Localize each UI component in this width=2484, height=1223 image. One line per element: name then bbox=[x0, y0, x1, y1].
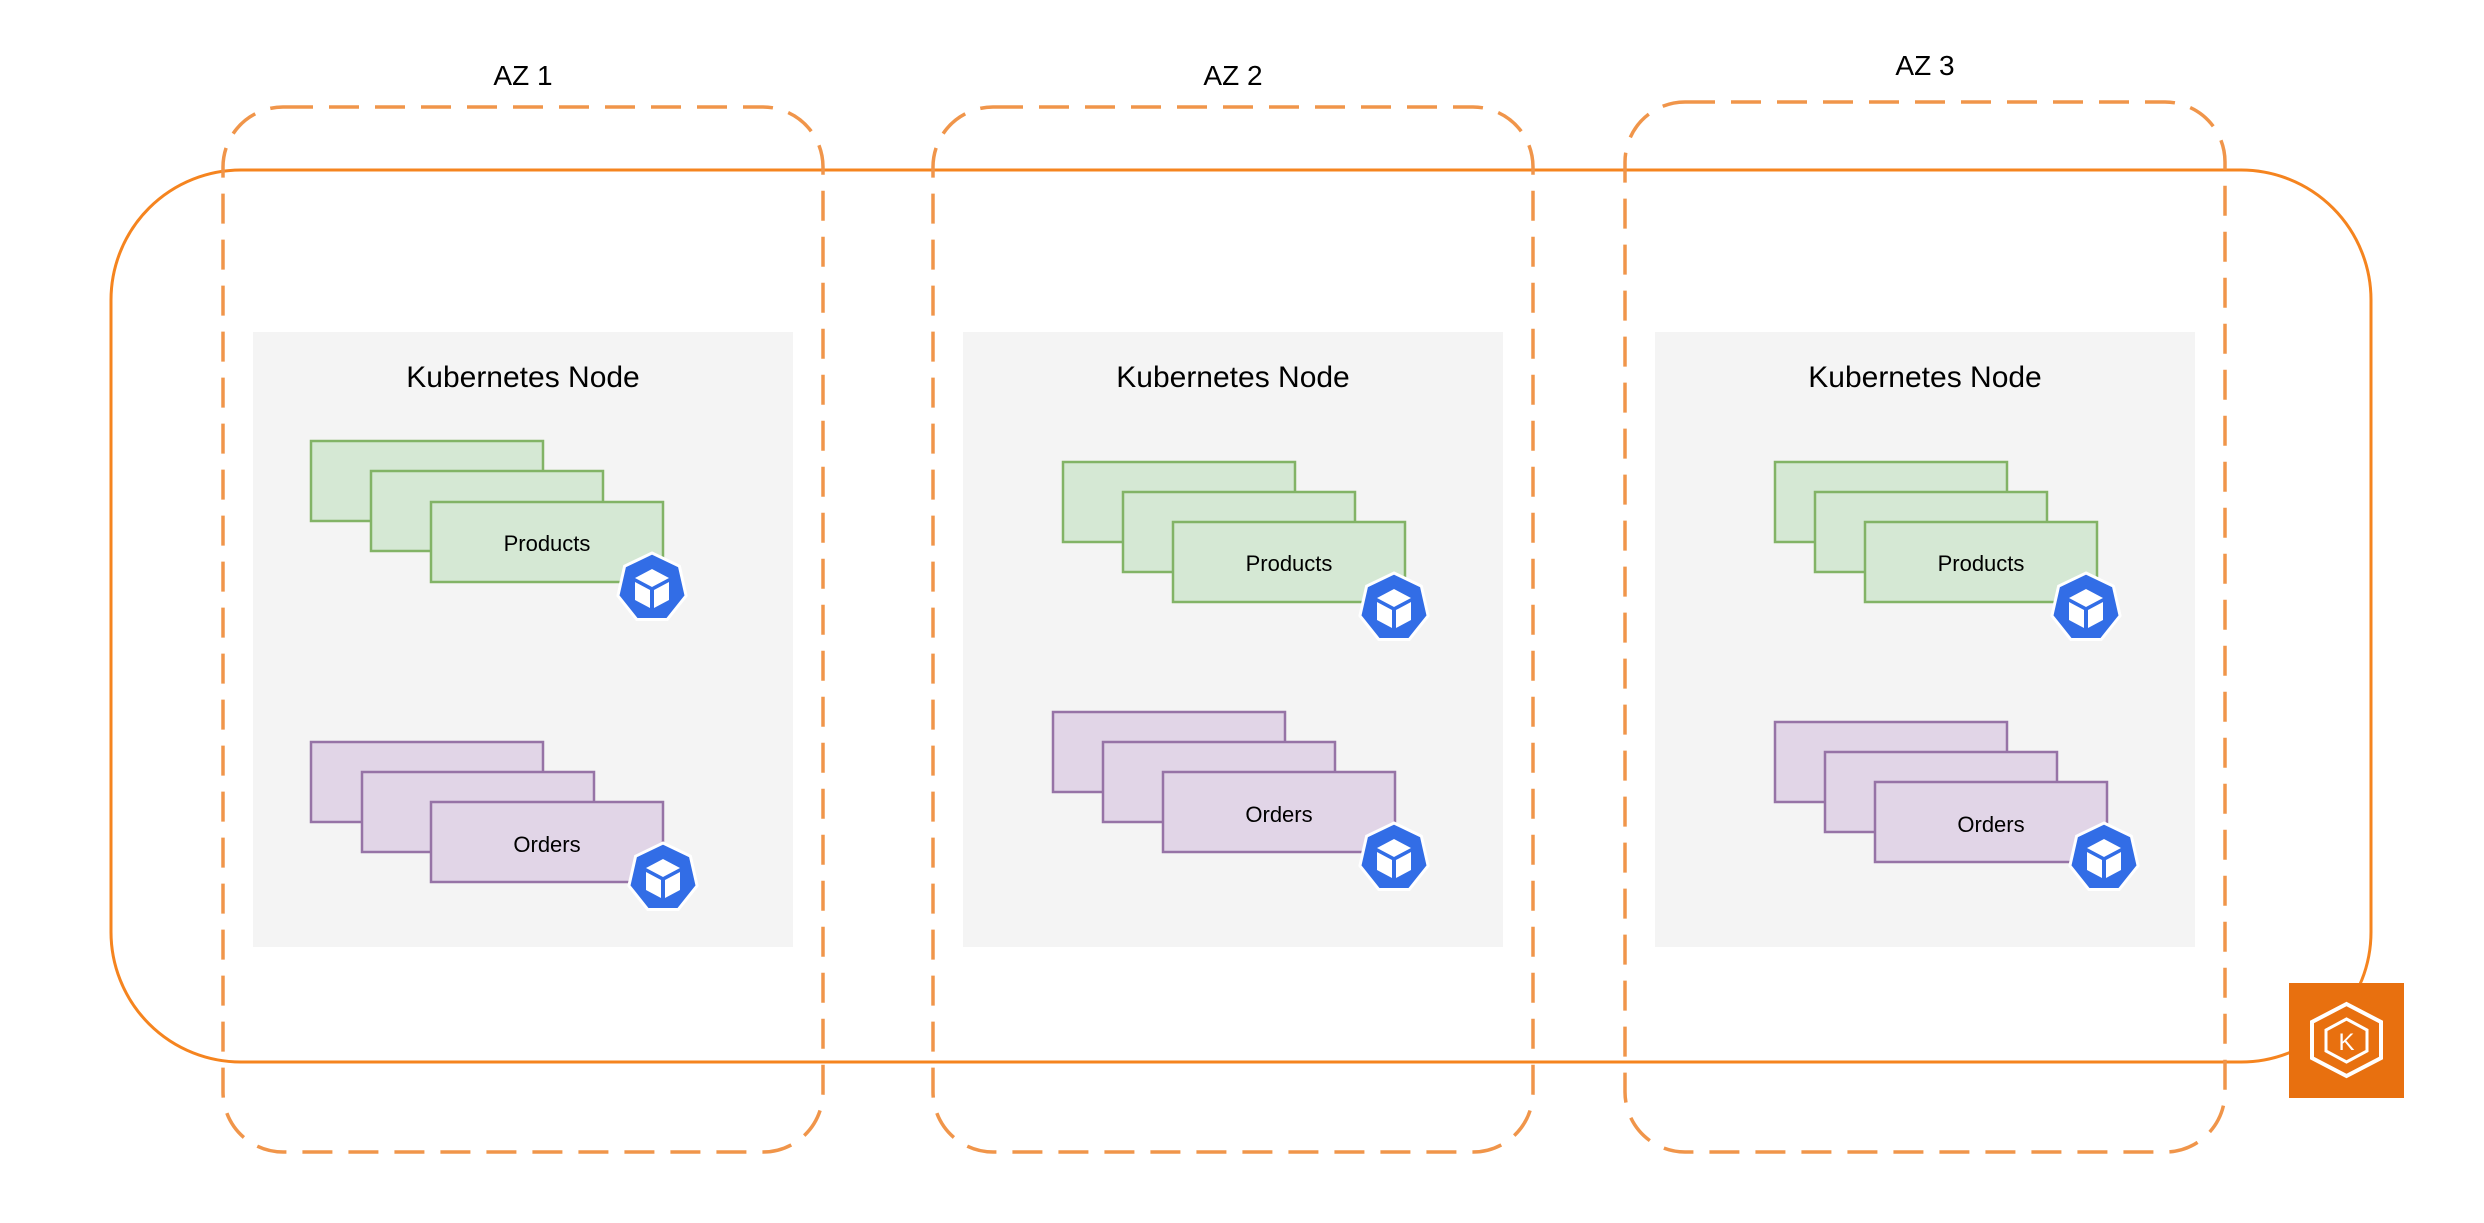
az-1-boundary bbox=[221, 105, 825, 1154]
kubernetes-pod-icon bbox=[1358, 571, 1430, 641]
products-deployment-az1: Products bbox=[309, 439, 688, 621]
orders-deployment-az2: Orders bbox=[1051, 710, 1430, 891]
amazon-eks-icon: K bbox=[2289, 983, 2404, 1098]
kubernetes-pod-icon bbox=[2068, 821, 2140, 891]
products-label-az3: Products bbox=[1938, 551, 2025, 576]
availability-zone-2: AZ 2 Kubernetes Node Products Orders bbox=[931, 60, 1535, 1154]
kubernetes-node-az1: Kubernetes Node Products Orders bbox=[253, 332, 793, 947]
az-1-label: AZ 1 bbox=[493, 60, 552, 91]
kubernetes-node-az3: Kubernetes Node Products Orders bbox=[1655, 332, 2195, 947]
products-label-az1: Products bbox=[504, 531, 591, 556]
az-3-boundary bbox=[1623, 100, 2227, 1154]
eks-cluster-boundary bbox=[109, 168, 2373, 1064]
az-3-label: AZ 3 bbox=[1895, 50, 1954, 81]
products-deployment-az2: Products bbox=[1061, 460, 1430, 641]
node-az2-title: Kubernetes Node bbox=[1116, 361, 1350, 394]
kubernetes-pod-icon bbox=[1358, 821, 1430, 891]
kubernetes-node-az2: Kubernetes Node Products Orders bbox=[963, 332, 1503, 947]
node-az1-title: Kubernetes Node bbox=[406, 361, 640, 394]
orders-pod-front bbox=[1873, 780, 2109, 864]
availability-zone-1: AZ 1 Kubernetes Node Products Orders bbox=[221, 60, 825, 1154]
az-2-label: AZ 2 bbox=[1203, 60, 1262, 91]
eks-icon-letter: K bbox=[2338, 1029, 2354, 1056]
orders-deployment-az3: Orders bbox=[1773, 720, 2140, 891]
orders-label-az2: Orders bbox=[1245, 802, 1312, 827]
orders-deployment-az1: Orders bbox=[309, 740, 699, 911]
kubernetes-pod-icon bbox=[2050, 571, 2122, 641]
availability-zone-3: AZ 3 Kubernetes Node Products Orders bbox=[1623, 50, 2227, 1154]
orders-label-az3: Orders bbox=[1957, 812, 2024, 837]
products-deployment-az3: Products bbox=[1773, 460, 2122, 641]
kubernetes-pod-icon bbox=[616, 551, 688, 621]
orders-pod-front bbox=[1161, 770, 1397, 854]
kubernetes-pod-icon bbox=[627, 841, 699, 911]
node-az3-title: Kubernetes Node bbox=[1808, 361, 2042, 394]
products-label-az2: Products bbox=[1246, 551, 1333, 576]
az-2-boundary bbox=[931, 105, 1535, 1154]
orders-label-az1: Orders bbox=[513, 832, 580, 857]
